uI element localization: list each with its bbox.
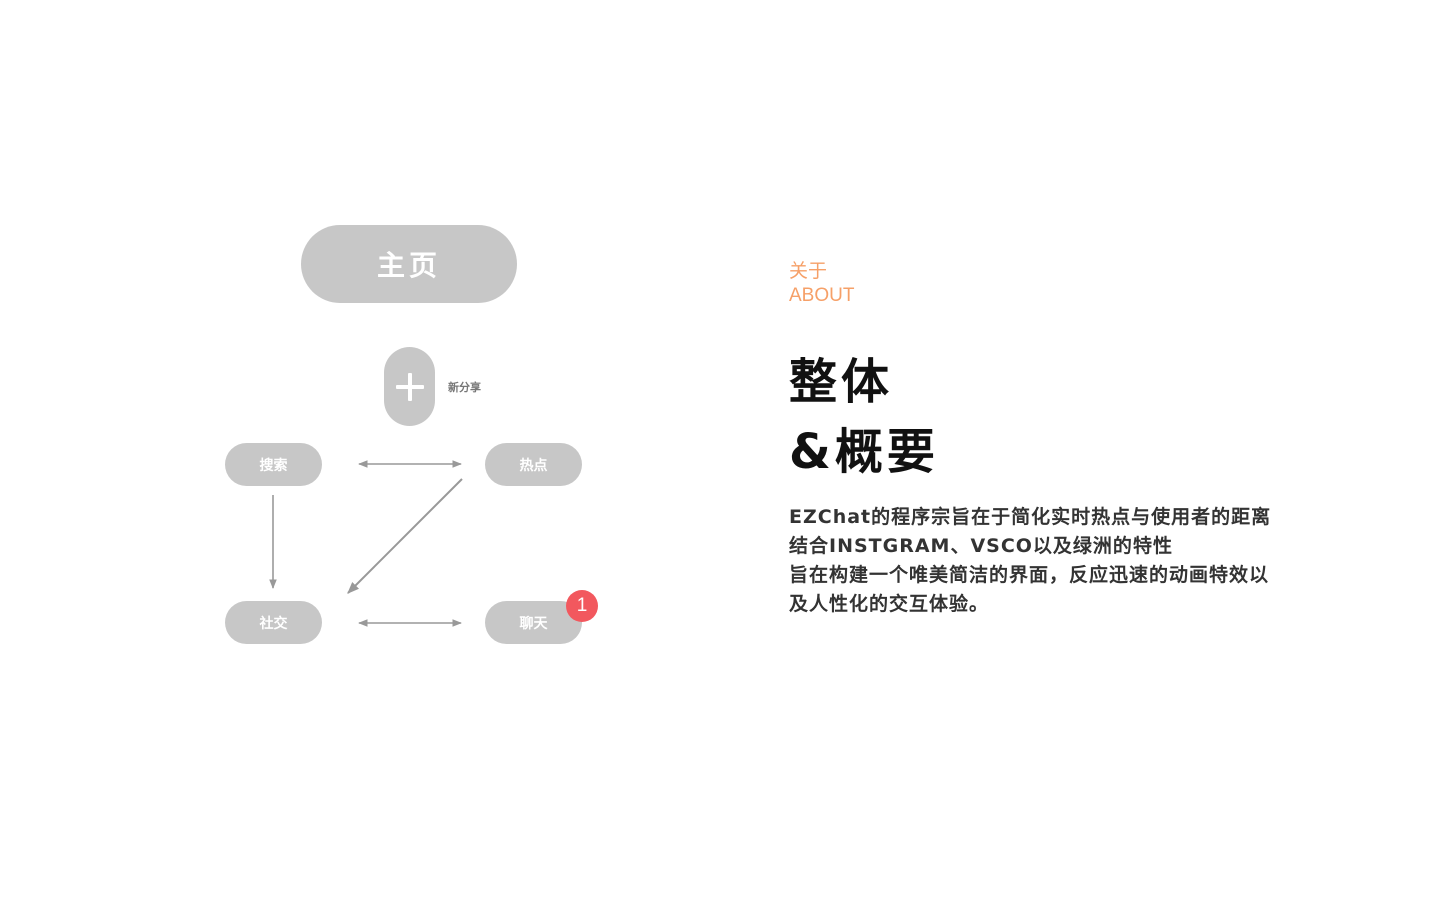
description-line: 及人性化的交互体验。	[789, 593, 990, 615]
description-line: EZChat的程序宗旨在于简化实时热点与使用者的距离	[789, 506, 1272, 528]
about-label-en: ABOUT	[789, 285, 855, 306]
description-line: 旨在构建一个唯美简洁的界面，反应迅速的动画特效以	[789, 564, 1270, 586]
hot-node-label: 热点	[519, 457, 548, 474]
home-node-label: 主页	[376, 249, 441, 282]
chat-notification-badge: 1	[566, 590, 598, 622]
social-node-label: 社交	[259, 615, 288, 632]
social-node[interactable]: 社交	[225, 601, 322, 644]
chat-node-label: 聊天	[519, 615, 548, 632]
search-node[interactable]: 搜索	[225, 443, 322, 486]
hot-node[interactable]: 热点	[485, 443, 582, 486]
section-title-line1: 整体	[789, 354, 894, 410]
chat-node[interactable]: 聊天	[485, 601, 582, 644]
new-share-button[interactable]	[384, 347, 435, 426]
description: EZChat的程序宗旨在于简化实时热点与使用者的距离 结合INSTGRAM、VS…	[789, 503, 1349, 619]
new-share-label: 新分享	[448, 381, 481, 394]
plus-icon	[395, 372, 424, 401]
section-title-line2: &概要	[789, 424, 939, 480]
about-label-cn: 关于	[789, 260, 828, 282]
home-node[interactable]: 主页	[301, 225, 517, 303]
search-node-label: 搜索	[259, 457, 288, 474]
description-line: 结合INSTGRAM、VSCO以及绿洲的特性	[789, 535, 1173, 557]
arrow-hot-social	[347, 478, 463, 594]
